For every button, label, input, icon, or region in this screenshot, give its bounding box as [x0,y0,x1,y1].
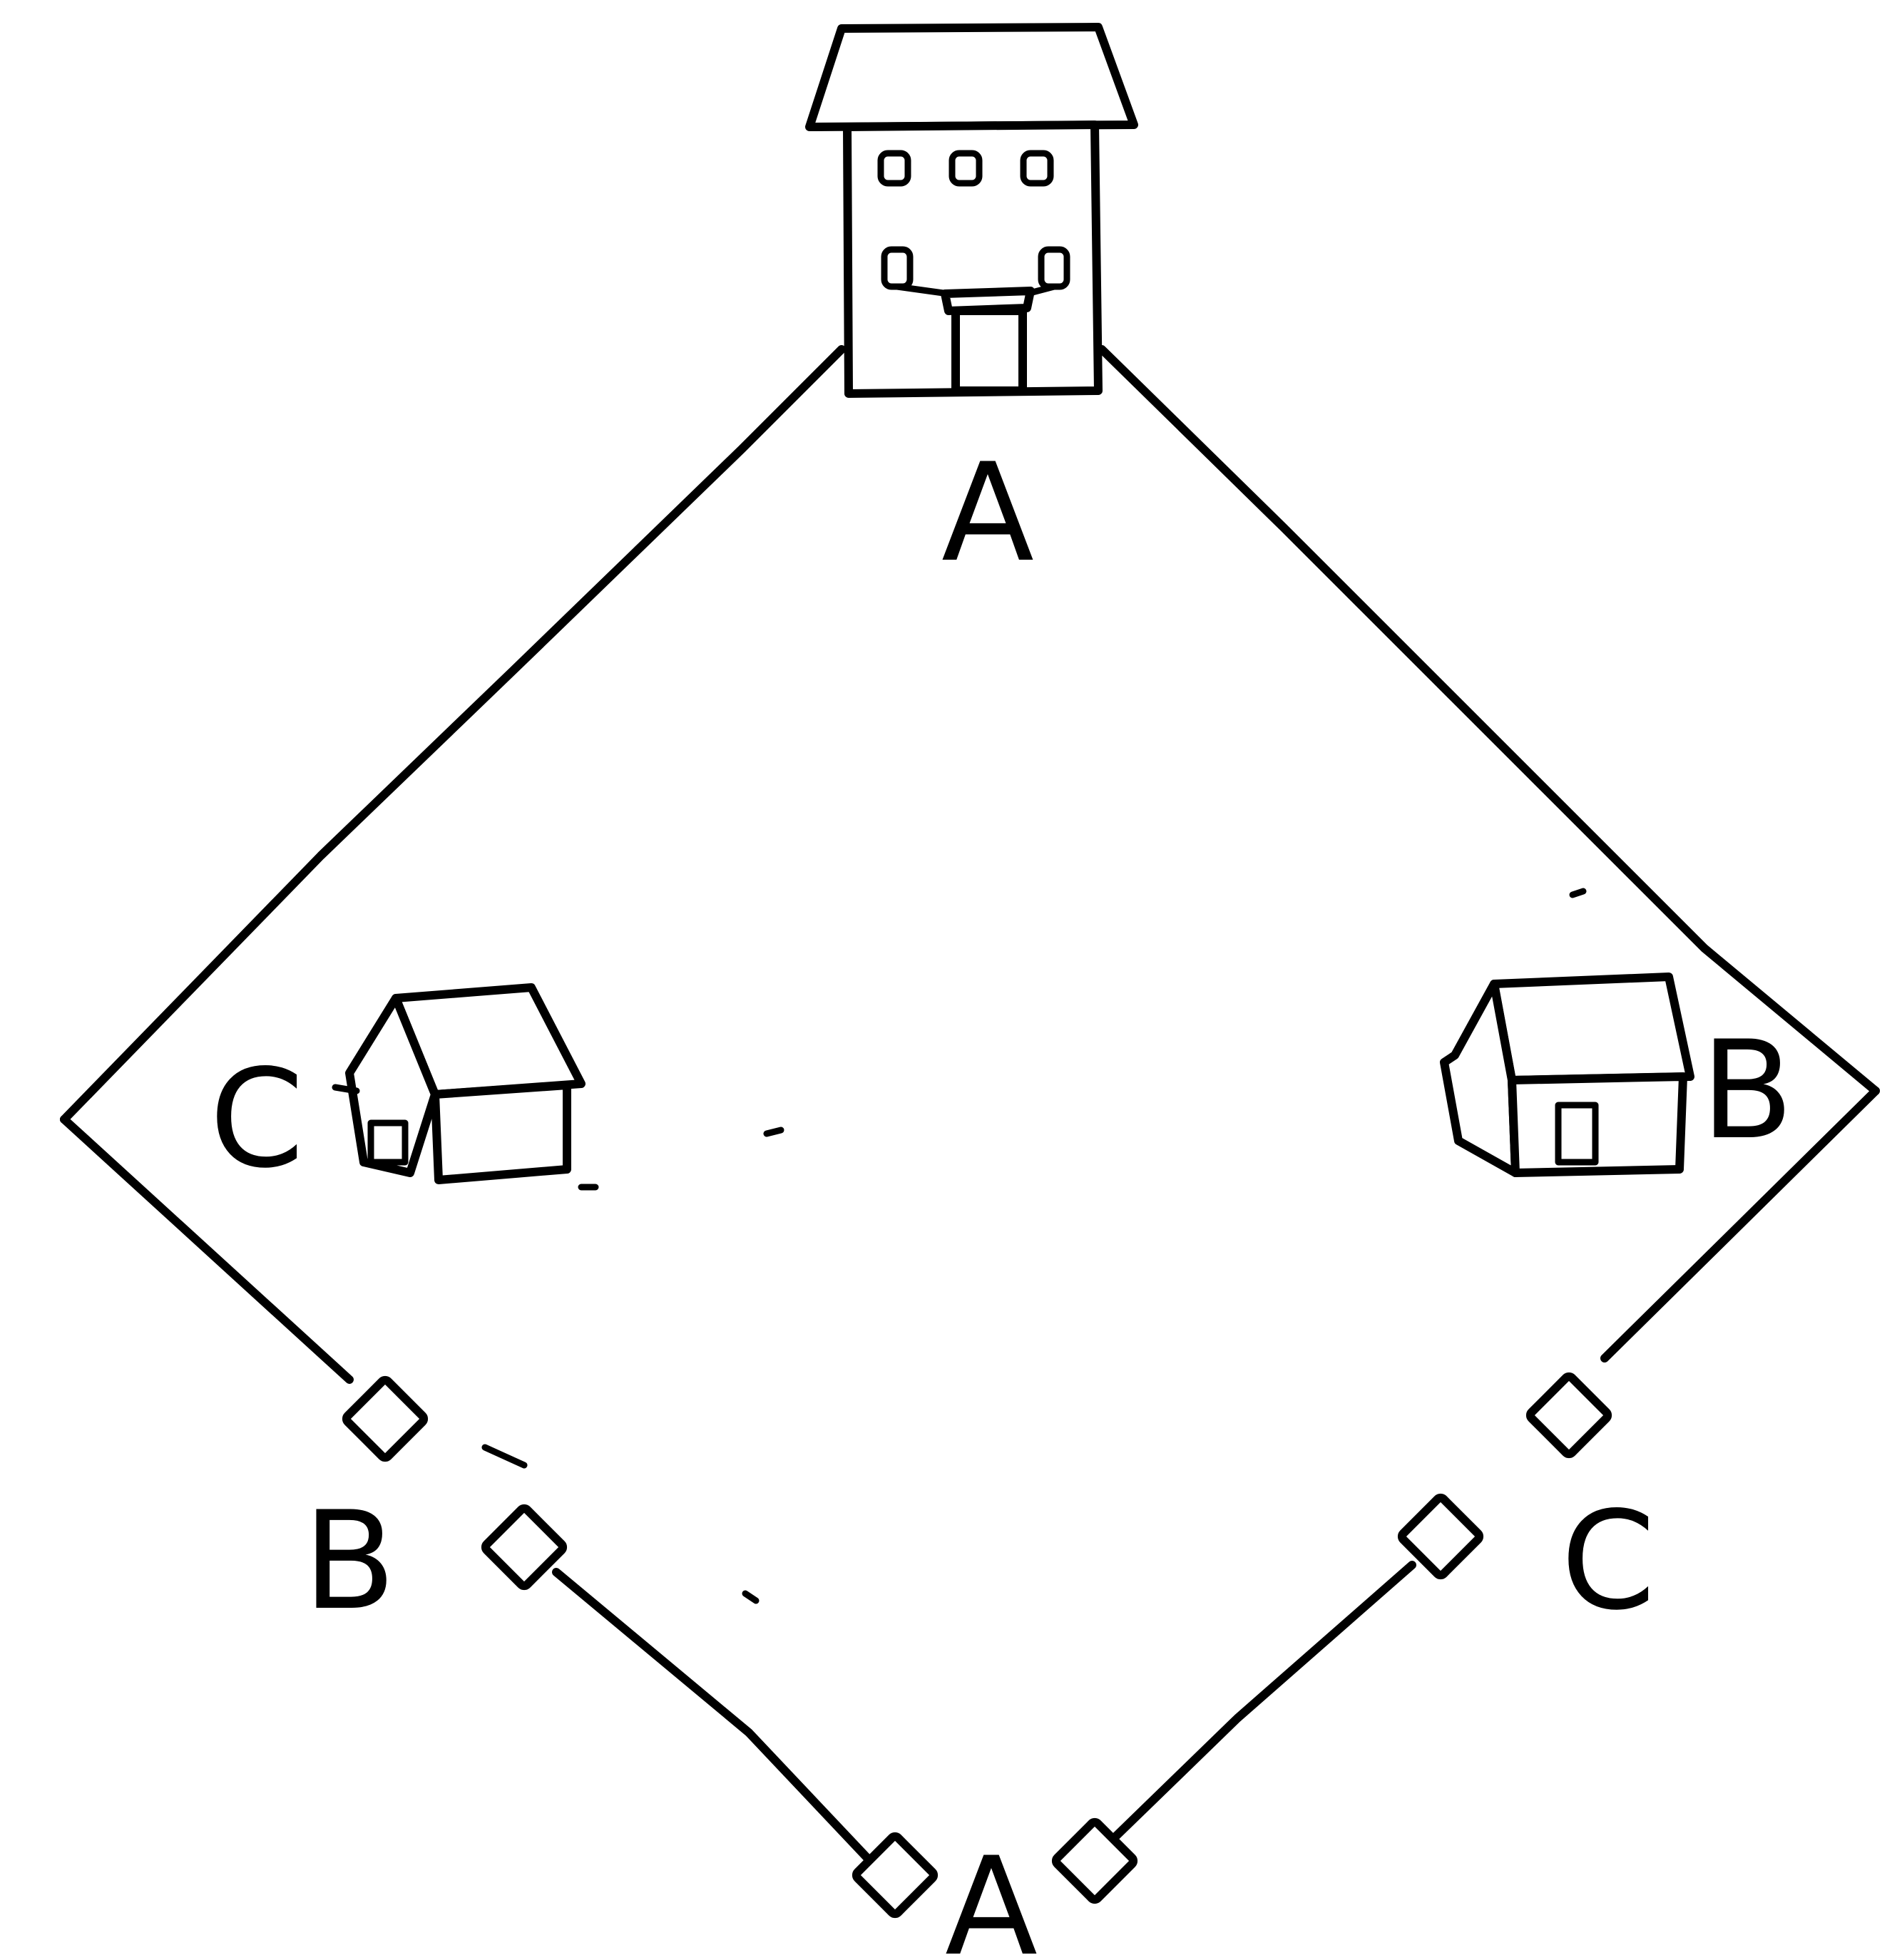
box-marker-icon [854,1835,935,1915]
box-marker-icon [344,1378,425,1459]
right-house-label: B [1701,1012,1794,1169]
line-top-right [1102,349,1876,1091]
line-left-to-box [64,1119,349,1380]
line-box-to-bottom-left [556,1572,870,1861]
right-lower-box-label: C [1561,1482,1656,1640]
left-lower-box-label: B [303,1482,396,1640]
large-building-label: A [941,434,1034,592]
box-marker-icon [1528,1375,1609,1455]
left-house-label: C [210,1040,305,1198]
bottom-boxes-label: A [945,1828,1038,1960]
scan-specks [485,891,1583,1601]
large-building-icon [809,27,1134,394]
small-house-icon [335,987,581,1180]
small-house-icon [1444,977,1690,1173]
line-box-to-bottom-right [1113,1565,1412,1840]
box-marker-icon [484,1507,564,1587]
